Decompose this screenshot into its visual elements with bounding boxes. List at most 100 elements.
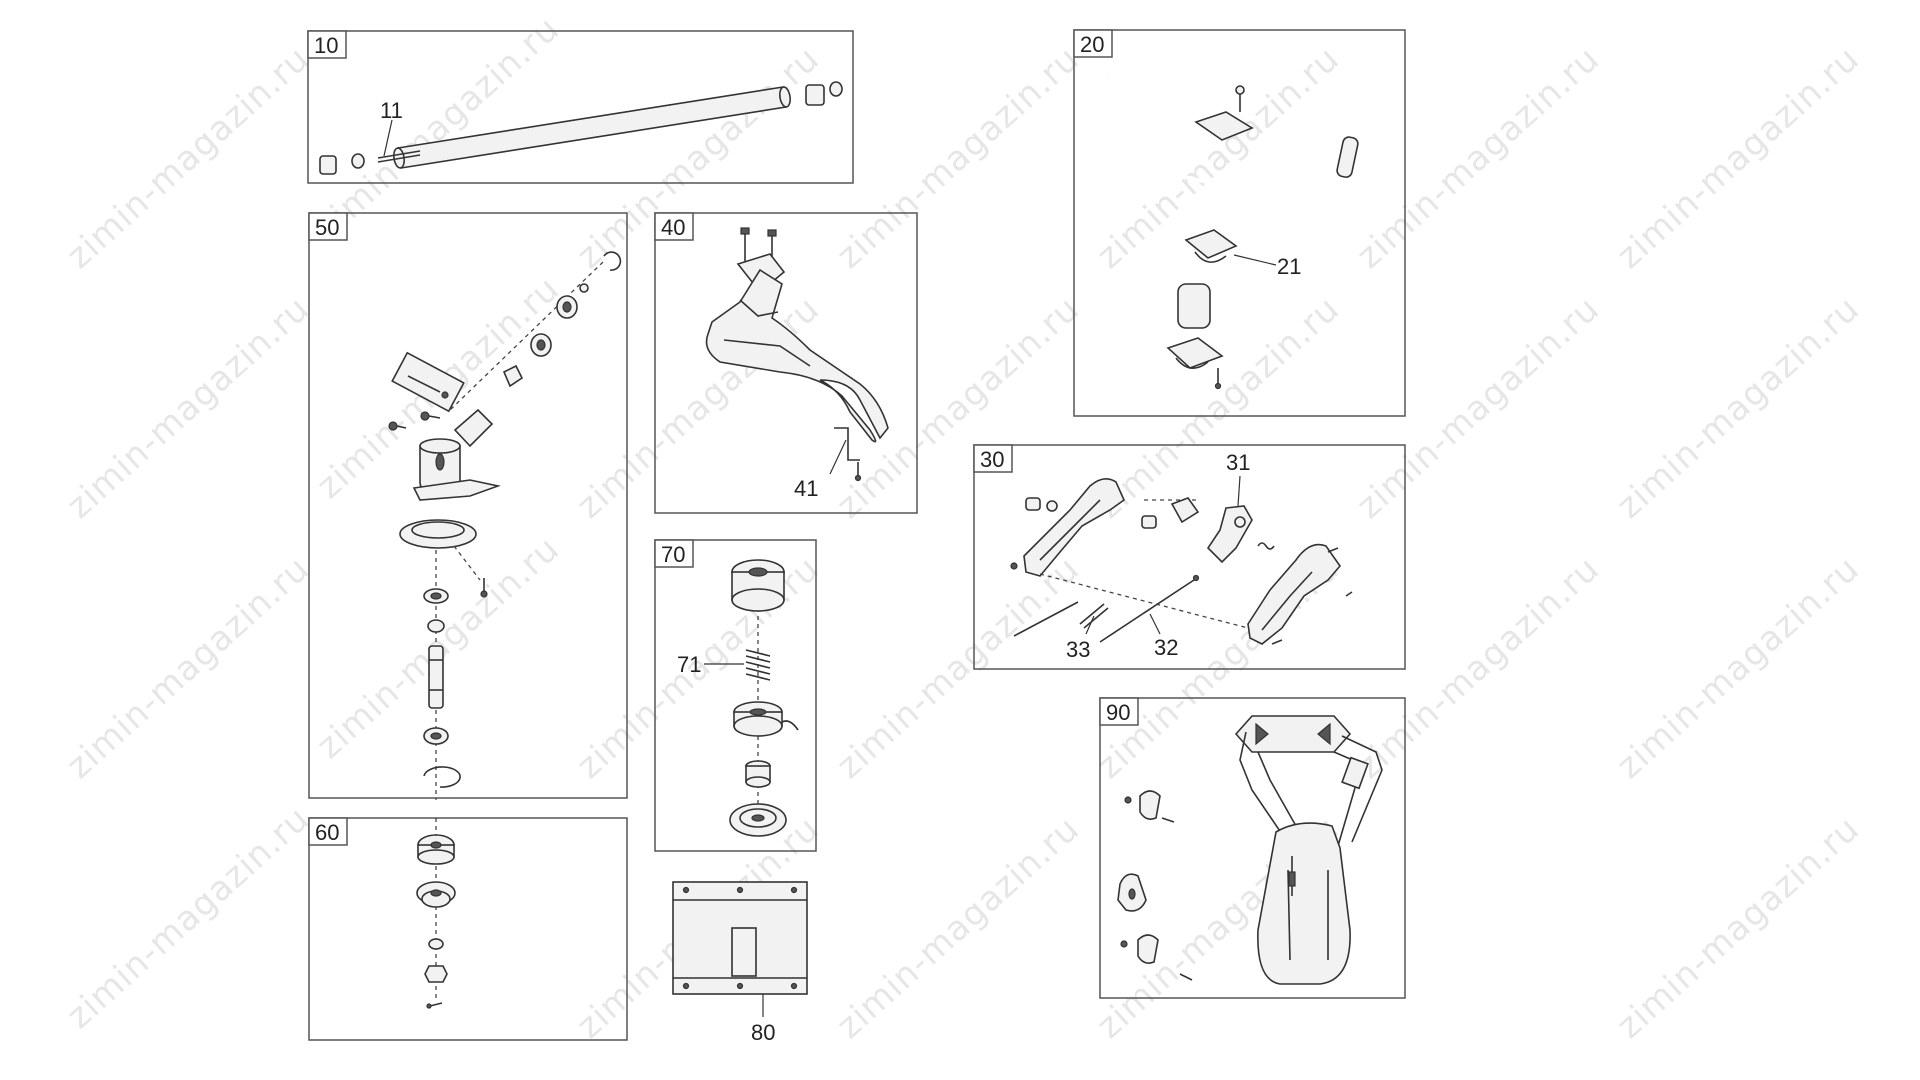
panel-70-number: 70 — [661, 542, 685, 567]
spacer — [427, 619, 445, 633]
callout-21: 21 — [1277, 254, 1301, 279]
insulation-tube — [1013, 601, 1079, 637]
handle-half-right — [1247, 543, 1342, 645]
mount-screw — [480, 578, 488, 598]
panel-90[interactable]: 90 — [1099, 697, 1406, 999]
panel-90-frame — [1099, 697, 1406, 999]
washer — [428, 938, 444, 950]
cotter-pin — [426, 1002, 443, 1009]
tube-bushings — [319, 81, 843, 175]
guard-mount-line — [453, 545, 481, 581]
panel-90-number-box — [1099, 697, 1139, 726]
bearing-lower-2 — [423, 727, 449, 745]
panel-40-frame — [654, 212, 918, 514]
panel-50[interactable]: 50 — [308, 212, 628, 800]
eyelet-bushing — [745, 760, 771, 788]
panel-70[interactable]: 70 71 — [654, 539, 817, 852]
handle-bushings — [1025, 497, 1157, 529]
watermark: zimin-magazin.ru — [569, 289, 827, 527]
watermark: zimin-magazin.ru — [59, 549, 317, 787]
callout-80: 80 — [751, 1020, 775, 1045]
panel-60-number: 60 — [315, 820, 339, 845]
panel-90-number: 90 — [1106, 700, 1130, 725]
panel-50-frame — [308, 212, 628, 799]
watermark: zimin-magazin.ru — [829, 549, 1087, 787]
panel-40-number: 40 — [661, 215, 685, 240]
watermark: zimin-magazin.ru — [1349, 549, 1607, 787]
hanger-clamp-upper — [1124, 790, 1175, 823]
watermark: zimin-magazin.ru — [1609, 809, 1867, 1047]
watermark: zimin-magazin.ru — [59, 799, 317, 1037]
snap-hook — [1288, 856, 1296, 896]
callout-41-leader — [829, 439, 847, 475]
retaining-ring-bottom — [423, 766, 461, 788]
callout-33: 33 — [1066, 637, 1090, 662]
watermark: zimin-magazin.ru — [829, 39, 1087, 277]
callout-41: 41 — [794, 476, 818, 501]
panel-20-frame — [1073, 29, 1406, 417]
callout-11: 11 — [380, 98, 403, 123]
hanger-hook — [1117, 873, 1147, 912]
watermark: zimin-magazin.ru — [59, 289, 317, 527]
head-cover — [731, 559, 785, 612]
panel-60-number-box — [308, 817, 348, 846]
handle-half-left — [1023, 478, 1125, 577]
callout-21-leader — [1233, 254, 1277, 266]
watermark: zimin-magazin.ru — [1349, 289, 1607, 527]
small-screws — [388, 411, 441, 431]
panel-30-frame — [973, 444, 1406, 670]
trigger-spring — [1257, 542, 1275, 550]
blade-guard-plate — [399, 519, 477, 549]
watermark: zimin-magazin.ru — [1609, 289, 1867, 527]
part-80[interactable]: 80 — [672, 881, 808, 1045]
panel-30-number: 30 — [980, 447, 1004, 472]
panel-30[interactable]: 30 31 — [973, 444, 1406, 670]
panel-10-number-box — [307, 30, 347, 59]
watermark: zimin-magazin.ru — [1609, 39, 1867, 277]
panel-60-frame — [308, 817, 628, 1041]
stop-switch-wire-33 — [1079, 603, 1109, 629]
panel-20[interactable]: 20 21 — [1073, 29, 1406, 417]
retaining-ring-top — [603, 251, 622, 271]
drive-shaft — [377, 150, 421, 163]
shield-plate — [672, 881, 808, 995]
head-base — [729, 803, 787, 837]
bearings-upper — [502, 283, 589, 388]
throttle-trigger-31 — [1206, 505, 1253, 564]
handlebar-clamp-21 — [1184, 229, 1238, 263]
watermark: zimin-magazin.ru — [1609, 549, 1867, 787]
callout-32: 32 — [1154, 635, 1178, 660]
watermark: zimin-magazin.ru — [829, 809, 1087, 1047]
callout-33-leader — [1085, 615, 1095, 635]
nut — [424, 965, 448, 983]
callout-31: 31 — [1226, 450, 1250, 475]
output-shaft — [428, 645, 444, 709]
gear-axis-upper — [449, 261, 604, 411]
callout-32-leader — [1149, 613, 1161, 635]
hip-pad — [1257, 822, 1351, 985]
upper-adapter — [417, 834, 455, 865]
callout-31-leader — [1237, 475, 1241, 507]
watermark: zimin-magazin.ru — [1349, 39, 1607, 277]
handlebar-clamp-bottom — [1166, 337, 1224, 390]
panel-30-number-box — [973, 444, 1013, 473]
handlebar — [1106, 76, 1359, 229]
spring-71 — [745, 649, 771, 681]
line-spool — [733, 701, 799, 737]
panel-60[interactable]: 60 — [308, 817, 628, 1041]
panel-10[interactable]: 10 11 — [307, 30, 854, 184]
handle-assembly-line — [1039, 573, 1249, 629]
watermark: zimin-magazin.ru — [1089, 289, 1347, 527]
bearing-lower-1 — [423, 588, 449, 604]
throttle-cable-32 — [1099, 574, 1200, 643]
harness-straps — [1239, 731, 1383, 847]
panel-50-number-box — [308, 212, 348, 241]
panel-10-frame — [307, 30, 854, 184]
panel-40[interactable]: 40 41 — [654, 212, 918, 514]
handlebar-clamp-top — [1194, 85, 1254, 141]
watermark: zimin-magazin.ru — [59, 39, 317, 277]
panel-40-number-box — [654, 212, 694, 241]
hanger-clamp-lower — [1120, 934, 1193, 981]
callout-71: 71 — [677, 652, 701, 677]
